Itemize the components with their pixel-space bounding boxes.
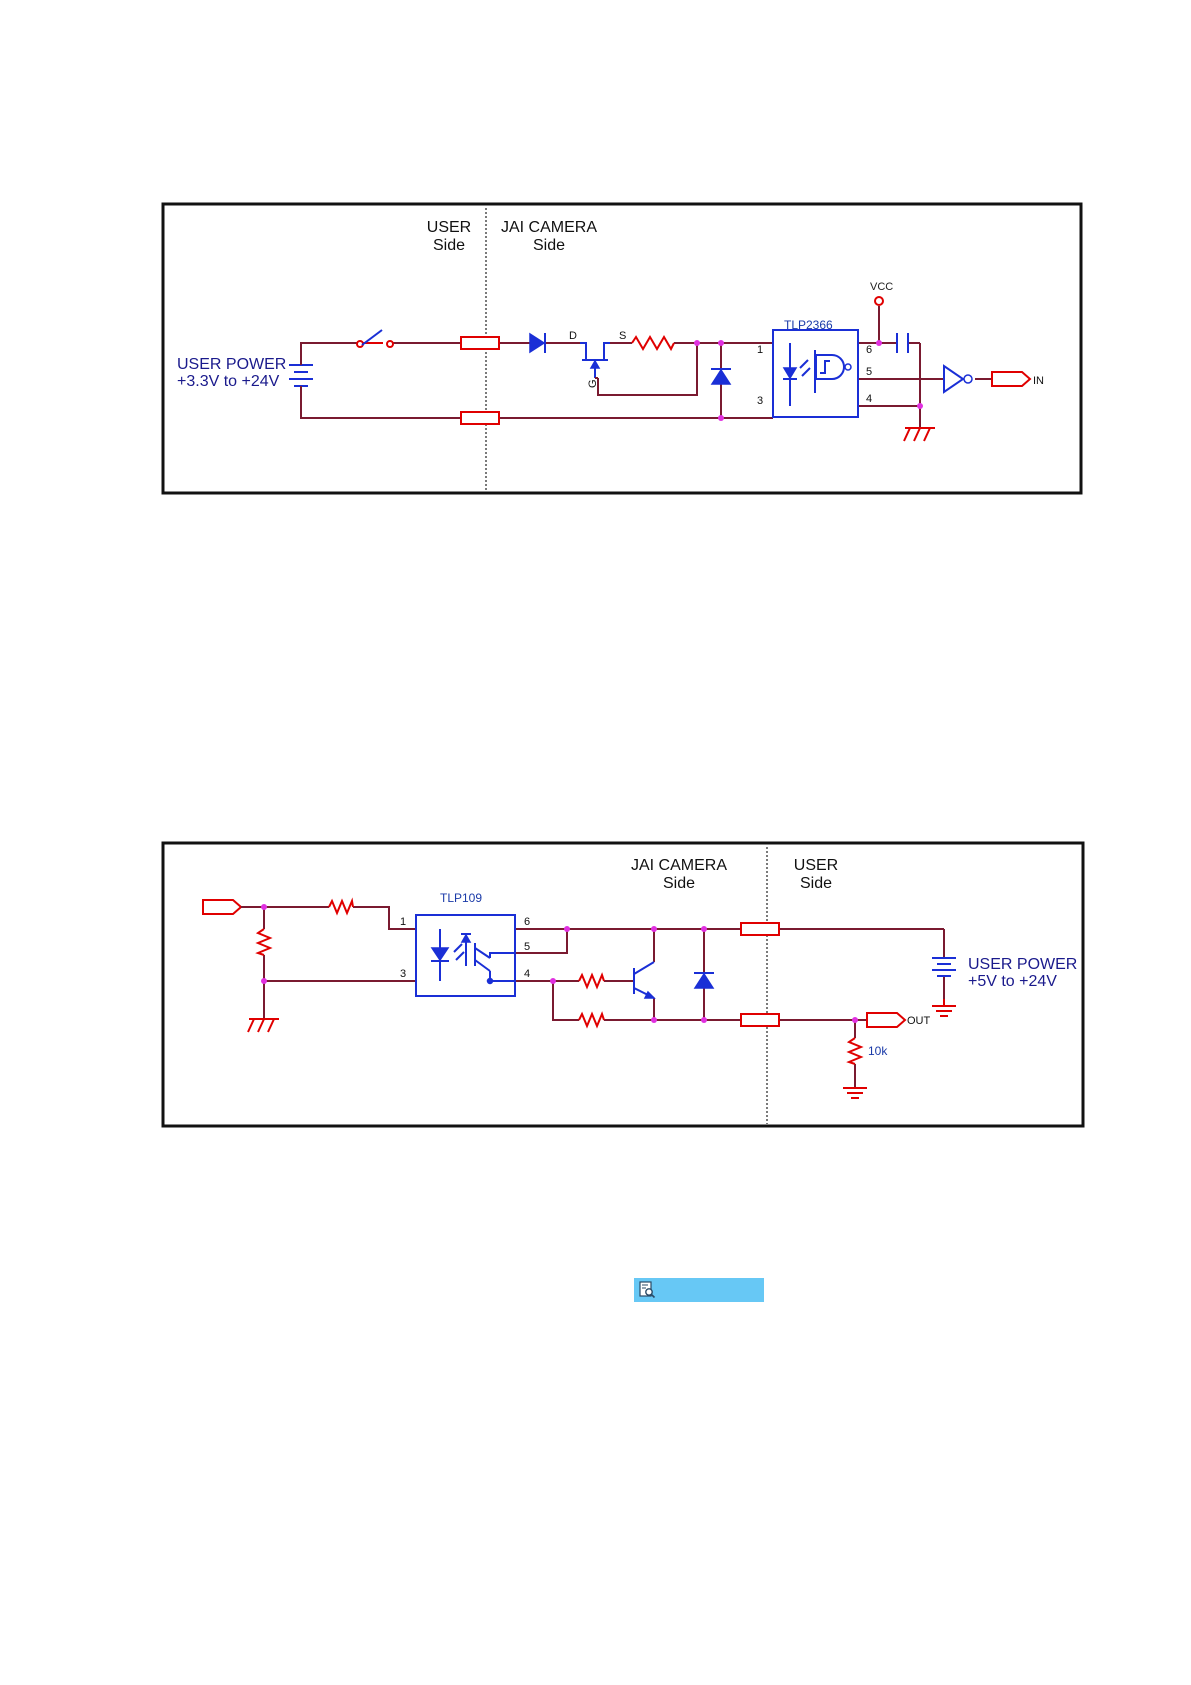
input-vcc-label: VCC [870, 281, 893, 293]
output-ground-resistor [843, 1088, 867, 1098]
input-battery-symbol [289, 365, 313, 386]
input-pin-3: 3 [757, 395, 763, 407]
output-series-resistor [329, 901, 353, 913]
input-ground-symbol [904, 428, 935, 441]
input-connector-lower [461, 412, 499, 424]
output-circuit-svg: JAI CAMERA Side USER Side 10k [0, 838, 1191, 1148]
input-fet-gate-label: G [587, 379, 599, 388]
input-connector-upper [461, 337, 499, 349]
output-pin-5: 5 [524, 941, 530, 953]
input-pin-1: 1 [757, 344, 763, 356]
input-fet-drain-label: D [569, 330, 577, 342]
output-camera-side-label: JAI CAMERA [631, 857, 727, 874]
output-pin-1: 1 [400, 916, 406, 928]
output-wires [241, 907, 944, 1088]
input-wires [301, 306, 992, 427]
output-connector-lower [741, 1014, 779, 1026]
input-switch [357, 330, 393, 347]
output-power-label: USER POWER [968, 956, 1077, 973]
output-bias-resistor [579, 1014, 604, 1026]
input-camera-side-label-2: Side [533, 237, 565, 254]
output-npn-transistor [634, 962, 654, 998]
output-signal-label: OUT [907, 1015, 931, 1027]
output-user-side-label-2: Side [800, 875, 832, 892]
input-pin-5: 5 [866, 366, 872, 378]
output-drive-port [203, 900, 241, 914]
input-signal-label: IN [1033, 375, 1044, 387]
output-camera-side-label-2: Side [663, 875, 695, 892]
input-series-diode [530, 333, 545, 353]
input-fet-source-label: S [619, 330, 626, 342]
output-pin-4: 4 [524, 968, 530, 980]
input-pin-4: 4 [866, 393, 872, 405]
input-vcc-node [875, 297, 883, 305]
input-opto-internals [783, 343, 851, 406]
output-circuit-diagram: JAI CAMERA Side USER Side 10k [0, 838, 1191, 1153]
output-ground-power [932, 999, 956, 1016]
output-junctions [261, 904, 858, 1023]
output-power-range: +5V to +24V [968, 973, 1057, 990]
input-pin-6: 6 [866, 344, 872, 356]
input-fet-symbol [580, 343, 610, 378]
input-circuit-svg: USER Side JAI CAMERA Side USER POWER +3.… [0, 198, 1191, 508]
output-battery-symbol [932, 958, 956, 976]
output-pulldown-resistor [258, 929, 270, 955]
output-10k-resistor [849, 1038, 861, 1064]
output-pin-6: 6 [524, 916, 530, 928]
output-signal-port [867, 1013, 905, 1027]
output-ground-left [248, 1019, 279, 1032]
output-user-side-label: USER [794, 857, 838, 874]
input-camera-side-label: JAI CAMERA [501, 219, 597, 236]
output-chip-label: TLP109 [440, 891, 482, 905]
document-search-icon[interactable] [638, 1281, 656, 1299]
input-shunt-diode [711, 369, 731, 384]
input-inverter-gate [944, 366, 972, 392]
output-base-resistor [579, 975, 604, 987]
input-signal-port [992, 372, 1030, 386]
input-power-label: USER POWER [177, 356, 286, 373]
document-search-bar[interactable] [634, 1278, 764, 1302]
output-shunt-diode [694, 973, 714, 988]
output-connector-upper [741, 923, 779, 935]
output-opto-internals [431, 929, 515, 984]
output-resistor-value: 10k [868, 1044, 888, 1058]
input-user-side-label: USER [427, 219, 471, 236]
input-user-side-label-2: Side [433, 237, 465, 254]
input-power-range: +3.3V to +24V [177, 373, 280, 390]
input-capacitor [897, 333, 908, 353]
input-circuit-diagram: USER Side JAI CAMERA Side USER POWER +3.… [0, 198, 1191, 513]
output-pin-3: 3 [400, 968, 406, 980]
input-series-resistor [632, 337, 674, 349]
